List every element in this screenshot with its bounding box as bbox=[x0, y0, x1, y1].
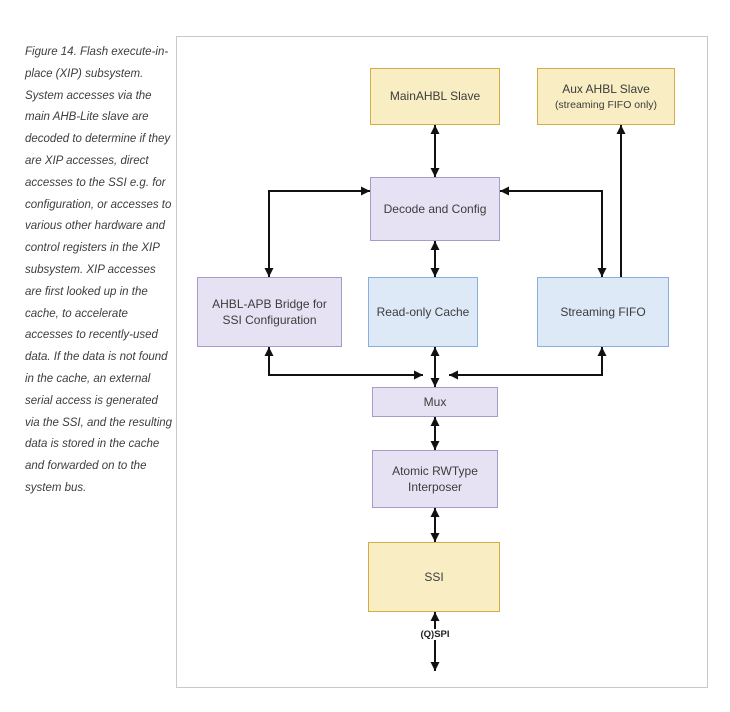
block-label: Atomic RWType Interposer bbox=[392, 463, 478, 494]
block-sublabel: (streaming FIFO only) bbox=[554, 99, 658, 111]
block-label: Mux bbox=[423, 394, 447, 409]
block-label: AHBL-APB Bridge for SSI Configuration bbox=[212, 296, 327, 327]
block-label: Aux AHBL Slave bbox=[562, 81, 650, 96]
arrow-fifo-decode bbox=[500, 186, 607, 277]
block-label: MainAHBL Slave bbox=[389, 89, 481, 104]
block-streaming-fifo: Streaming FIFO bbox=[537, 277, 669, 347]
arrow-bridge-decode bbox=[264, 186, 370, 277]
arrow-bridge-mux bbox=[264, 347, 423, 380]
block-ssi: SSI bbox=[368, 542, 500, 612]
block-label: Read-only Cache bbox=[376, 304, 470, 319]
block-main-ahbl-slave: MainAHBL Slave bbox=[370, 68, 500, 125]
block-mux: Mux bbox=[372, 387, 498, 417]
block-label: Streaming FIFO bbox=[560, 304, 646, 319]
block-ahbl-apb-bridge: AHBL-APB Bridge for SSI Configuration bbox=[197, 277, 342, 347]
xip-subsystem-diagram: MainAHBL Slave Aux AHBL Slave (streaming… bbox=[176, 36, 708, 688]
block-aux-ahbl-slave: Aux AHBL Slave (streaming FIFO only) bbox=[537, 68, 675, 125]
block-decode-and-config: Decode and Config bbox=[370, 177, 500, 241]
block-read-only-cache: Read-only Cache bbox=[368, 277, 478, 347]
block-atomic-rwtype-interposer: Atomic RWType Interposer bbox=[372, 450, 498, 508]
block-label: SSI bbox=[424, 569, 444, 584]
block-label: Decode and Config bbox=[383, 201, 487, 216]
qspi-label: (Q)SPI bbox=[413, 629, 457, 640]
arrow-fifo-mux bbox=[449, 347, 607, 380]
figure-caption: Figure 14. Flash execute-in-place (XIP) … bbox=[25, 46, 173, 494]
